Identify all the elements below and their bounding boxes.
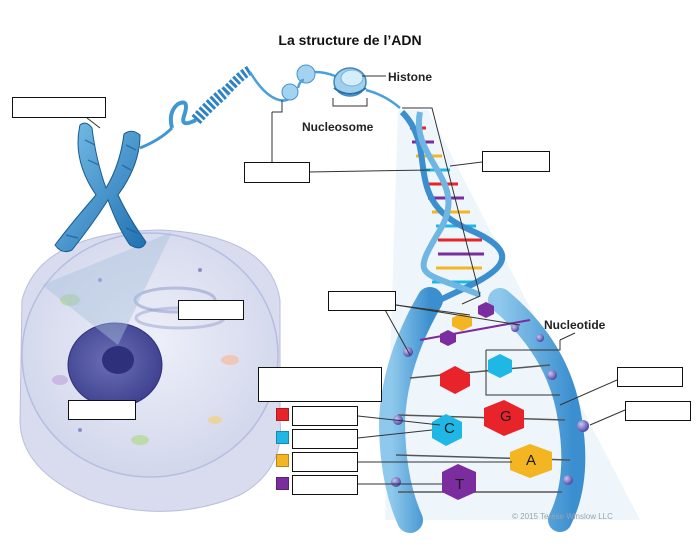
leader-lines xyxy=(86,117,626,485)
answer-box-chromosome[interactable] xyxy=(12,97,106,118)
nucleotide-label: Nucleotide xyxy=(544,318,606,332)
nucleotide-bracket xyxy=(485,340,561,396)
nucleosome-label: Nucleosome xyxy=(302,120,374,134)
copyright-text: © 2015 Terese Winslow LLC xyxy=(512,512,613,521)
linker-dna xyxy=(365,88,401,109)
answer-box-double-helix[interactable] xyxy=(482,151,550,172)
base-letter-a: A xyxy=(526,452,537,469)
base-letter-c: C xyxy=(444,420,455,437)
answer-box-cell[interactable] xyxy=(178,300,244,320)
answer-box-backbone[interactable] xyxy=(328,291,396,311)
zoom-cone xyxy=(42,232,172,345)
chromosome xyxy=(54,122,147,253)
helix-bracket xyxy=(402,107,481,305)
histone-label: Histone xyxy=(388,70,433,84)
answer-box-base-purple[interactable] xyxy=(292,475,358,495)
answer-box-base-blue[interactable] xyxy=(292,429,358,449)
answer-box-phosphate[interactable] xyxy=(617,367,683,387)
chromatin-fiber xyxy=(139,64,336,150)
base-letter-t: T xyxy=(455,476,465,493)
nucleosome xyxy=(333,67,367,97)
answer-box-sugar[interactable] xyxy=(625,401,691,421)
answer-box-base-red[interactable] xyxy=(292,406,358,426)
legend-swatch-purple xyxy=(276,477,289,490)
nucleosome-bracket xyxy=(332,98,368,107)
diagram-title: La structure de l’ADN xyxy=(278,32,422,48)
legend-swatch-yellow xyxy=(276,454,289,467)
answer-box-bases-title[interactable] xyxy=(258,367,382,402)
base-letter-g: G xyxy=(500,408,512,425)
double-helix xyxy=(399,109,506,303)
answer-box-nucleus[interactable] xyxy=(68,400,136,420)
legend-swatch-red xyxy=(276,408,289,421)
answer-box-base-yellow[interactable] xyxy=(292,452,358,472)
legend-swatch-blue xyxy=(276,431,289,444)
answer-box-chromatin[interactable] xyxy=(244,162,310,183)
